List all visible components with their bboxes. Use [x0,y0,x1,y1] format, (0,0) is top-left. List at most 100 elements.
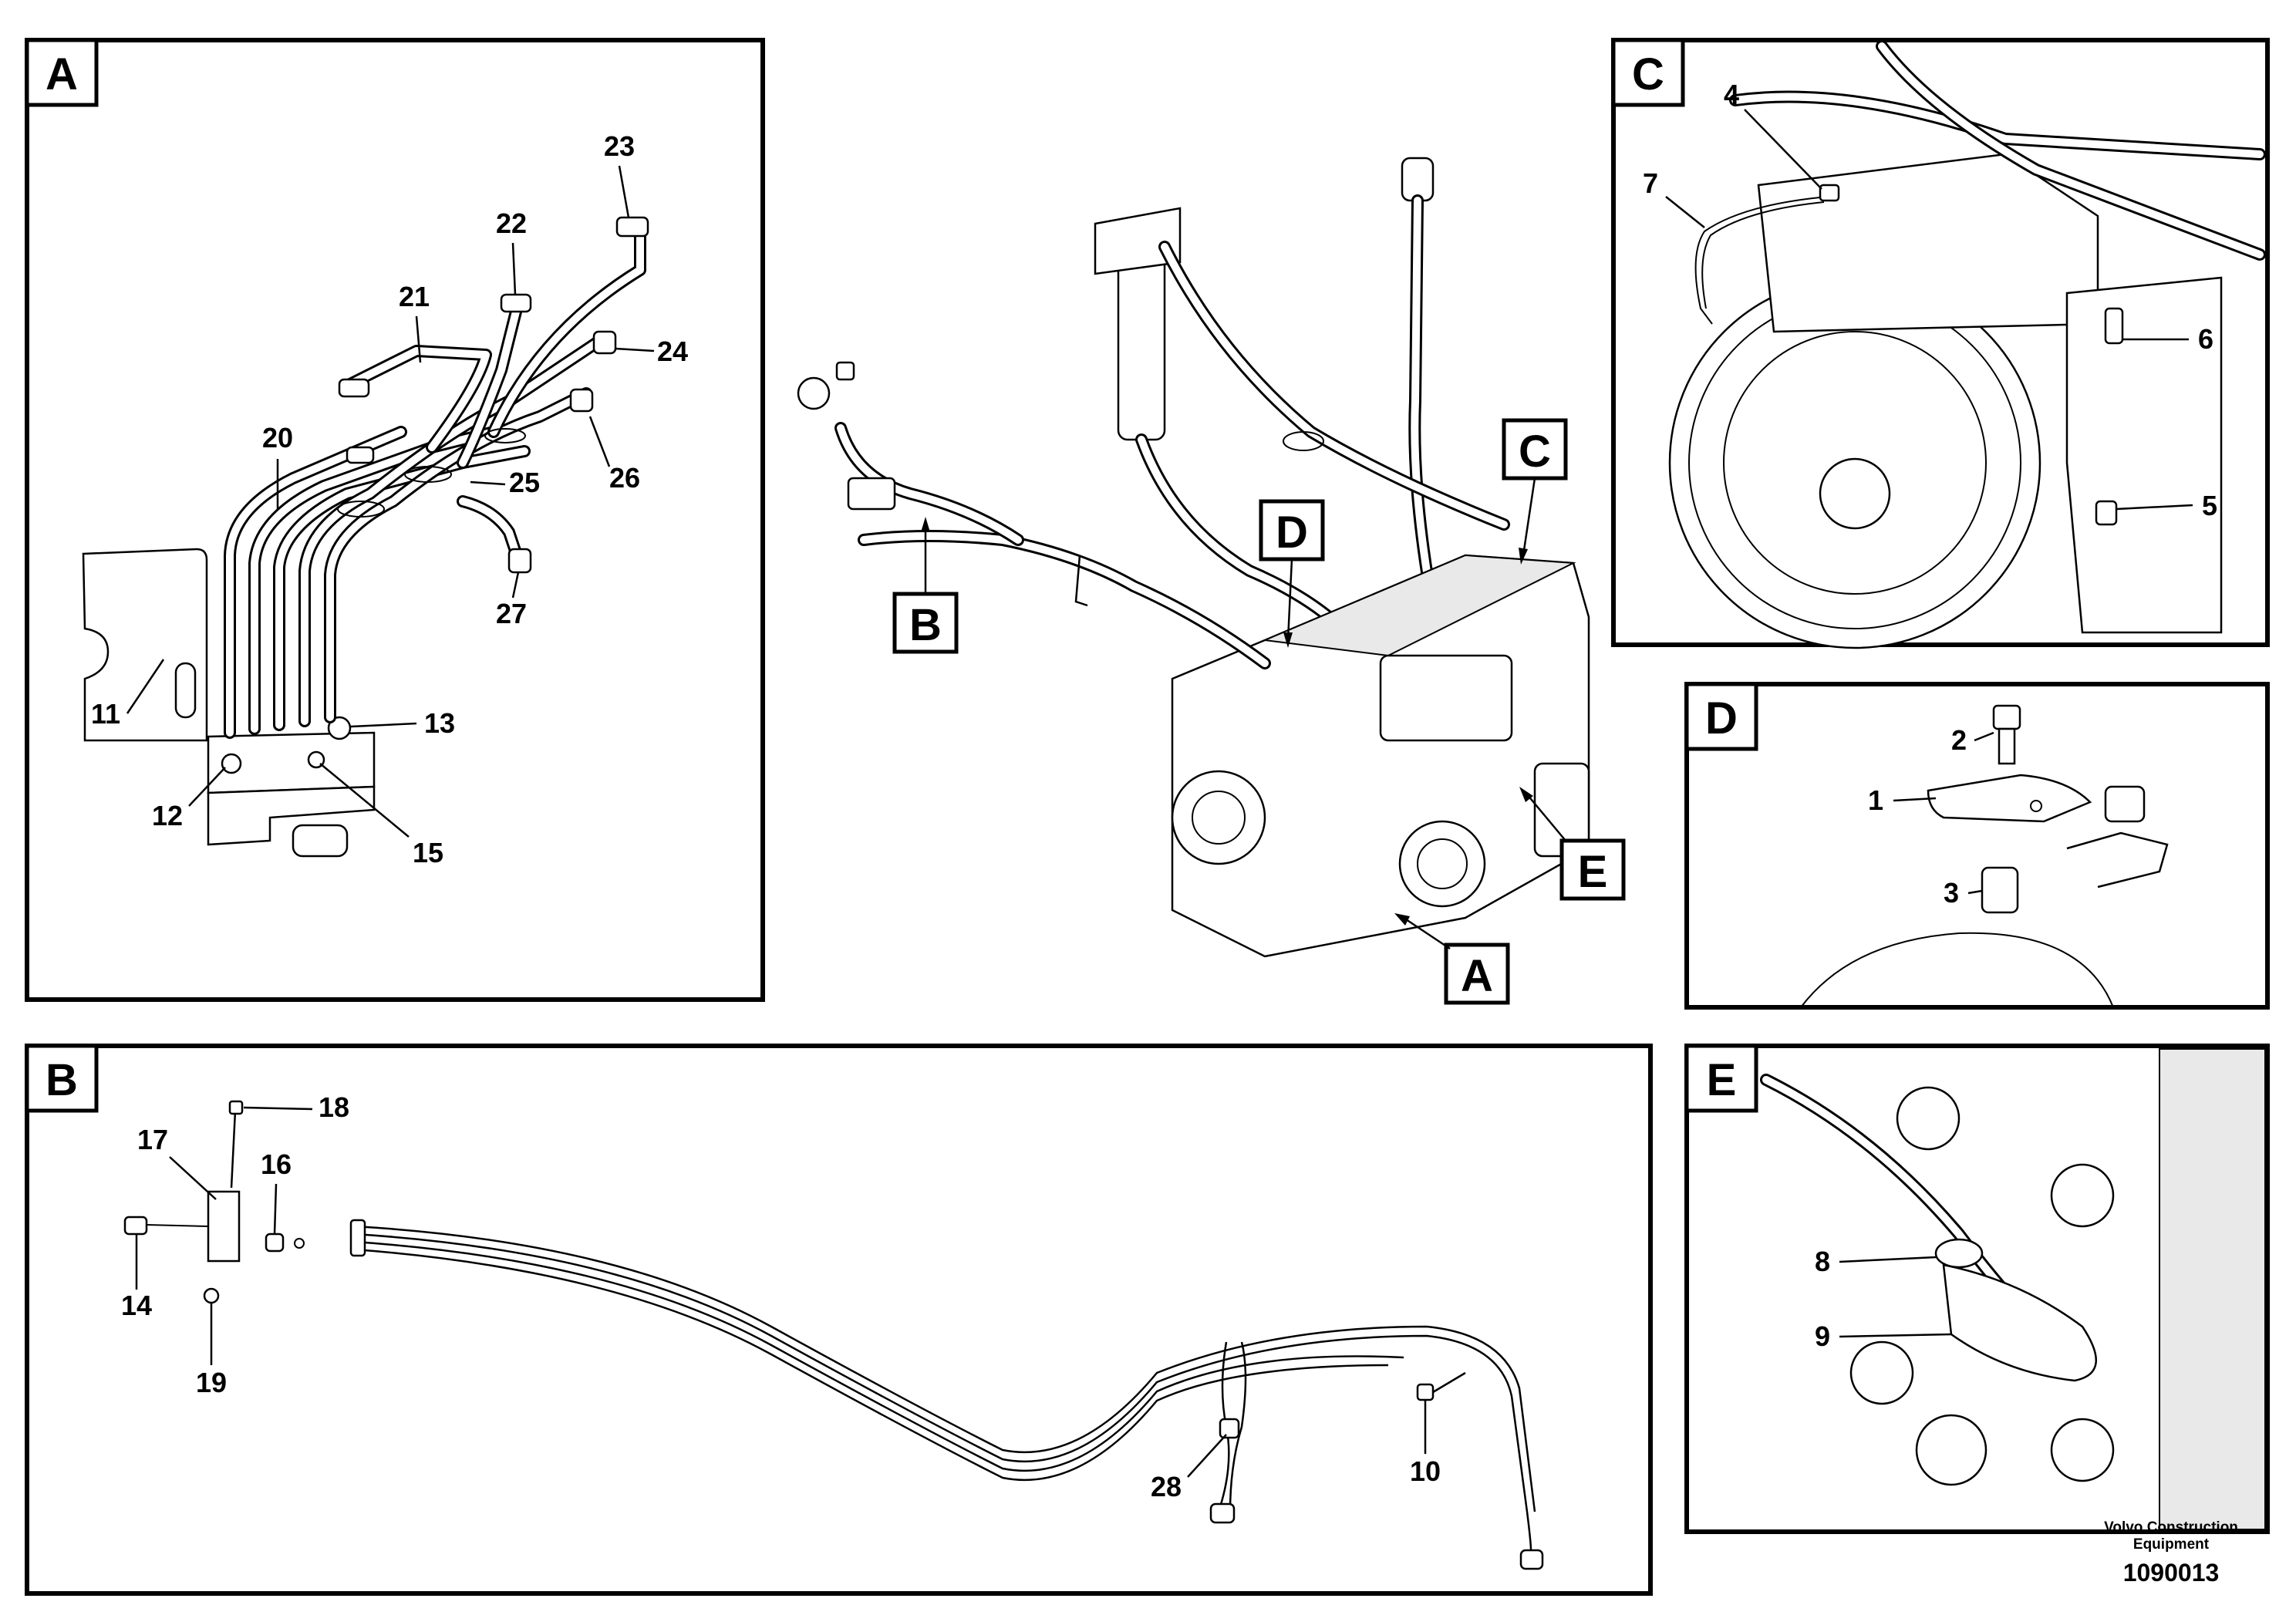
callout-25: 25 [509,467,540,498]
harness-b-lines [354,1225,1536,1512]
callout-27: 27 [496,598,527,629]
callout-9: 9 [1815,1320,1830,1352]
sensor-10 [1416,1383,1435,1401]
callout-21: 21 [399,281,430,312]
document-number: 1090013 [2123,1559,2220,1587]
clamp-8 [1934,1238,1984,1269]
callout-6: 6 [2198,323,2213,355]
fitting-27 [507,548,532,574]
housing-top [1262,554,1576,657]
panel-e-label: E [1707,1055,1737,1105]
callout-1: 1 [1868,784,1883,816]
callout-5: 5 [2202,490,2217,521]
callout-19: 19 [196,1367,227,1398]
callout-23: 23 [604,130,635,162]
bolt-e5 [1849,1340,1914,1405]
fitting-13 [327,716,352,740]
callout-15: 15 [413,837,443,868]
bolt-e4 [2050,1418,2115,1482]
fitting-16 [265,1233,285,1253]
tag-c [1502,418,1568,481]
hose-clip-overview [1283,431,1324,451]
footer: Volvo Construction Equipment 1090013 [2104,1519,2238,1587]
callout-7: 7 [1643,167,1658,199]
flywheel-hub [1819,457,1891,530]
panel-d-tag [1684,682,1758,751]
callout-20: 20 [262,422,293,454]
clip-a2 [337,501,385,518]
nut-19 [203,1287,220,1304]
panel-c-label: C [1632,49,1664,99]
valve-block [1379,654,1513,742]
panel-a-tag [25,38,99,107]
sensor-6 [2104,307,2124,345]
filter-head [1094,207,1182,275]
panel-c: C 4 7 6 5 [1611,38,2270,649]
tag-e-label: E [1578,847,1608,897]
bracket-17 [207,1190,241,1263]
bolt-18 [228,1100,244,1115]
panel-b-label: B [46,1055,78,1105]
callout-14: 14 [121,1290,152,1321]
callout-24: 24 [657,336,688,367]
clip-a3 [484,428,526,443]
bolt-2-shank [1998,727,2016,765]
panel-e-tag [1684,1044,1758,1113]
panel-a: A [25,38,765,1002]
output-flange [1171,770,1266,865]
callout-26: 26 [609,462,640,494]
panel-a-label: A [46,49,78,99]
tag-a-label: A [1461,951,1493,1001]
manifold-sensor [292,824,349,858]
hose-bundle-a [224,225,646,739]
tag-c-label: C [1519,427,1551,477]
callout-8: 8 [1815,1246,1830,1277]
callout-22: 22 [496,207,527,239]
bolt-e1 [1896,1086,1961,1151]
housing-edge [2159,1048,2266,1530]
plate-1 [1927,774,2092,823]
brand-line-1: Volvo Construction [2104,1519,2238,1536]
tag-b-label: B [909,600,942,650]
pump-cover [1398,820,1486,908]
sensor-4 [1819,184,1840,202]
fitting-24 [592,330,617,355]
harness-sensor [835,361,855,381]
callout-4: 4 [1724,79,1739,110]
clip-28 [1219,1418,1240,1439]
sensor-14 [123,1216,148,1236]
callout-28: 28 [1151,1471,1182,1502]
elbow-fitting [1942,1263,2098,1382]
tag-a [1444,943,1510,1005]
manifold-lower [207,785,376,846]
tag-d-label: D [1276,508,1308,558]
callout-17: 17 [137,1124,168,1155]
callout-11: 11 [91,698,120,730]
callout-12: 12 [152,800,183,831]
callout-18: 18 [319,1091,349,1123]
harness-plug [797,376,831,410]
fitting-26 [569,388,594,413]
panel-d-frame [1684,682,2270,1010]
harness-connector [847,477,896,511]
bolt-2-head [1992,704,2021,730]
bolt-e2 [2050,1163,2115,1228]
callout-3: 3 [1944,877,1959,909]
callout-16: 16 [261,1148,292,1180]
panel-d-label: D [1705,693,1738,744]
panel-b: B 18 17 16 14 19 2 [25,1044,1653,1596]
panel-d: D 2 1 3 [1684,682,2270,1010]
spacer-3 [1981,866,2019,914]
callout-13: 13 [424,707,455,739]
sensor-5 [2095,500,2118,526]
cap-d [2104,785,2146,823]
callout-10: 10 [1410,1455,1441,1487]
panel-e: E 8 9 [1684,1044,2270,1534]
fitting-22 [500,293,532,313]
panel-c-tag [1611,38,1685,107]
end-fitting-b [1519,1549,1544,1570]
fitting-28 [1209,1502,1236,1524]
callout-2: 2 [1951,724,1967,756]
panel-b-tag [25,1044,99,1113]
